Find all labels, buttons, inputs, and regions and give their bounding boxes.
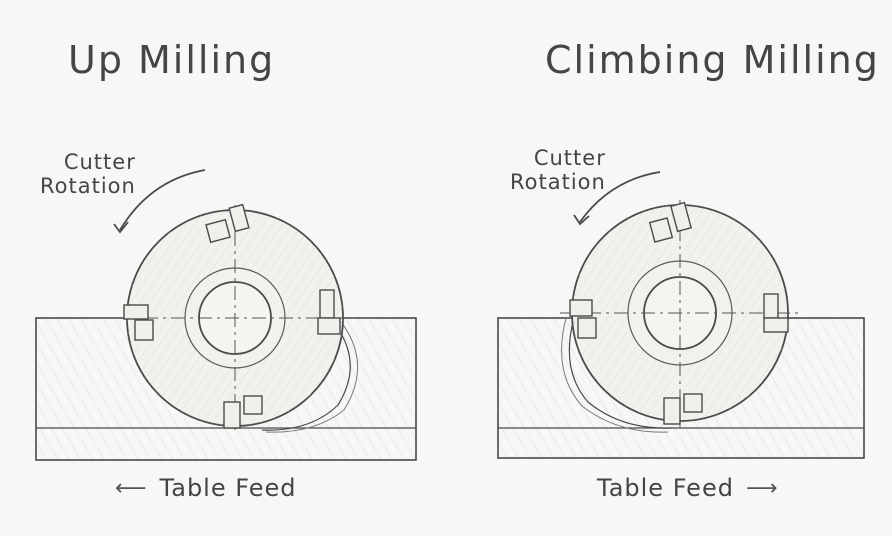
cutter-climb	[560, 200, 800, 428]
cutter-teeth-climb	[569, 201, 789, 425]
climb-feed-text: Table Feed	[597, 474, 734, 502]
up-rotation-label: Cutter Rotation	[40, 150, 136, 198]
cutter-teeth-up	[123, 203, 341, 429]
feed-right-arrow-icon: ⟶	[745, 475, 779, 501]
climb-milling-diagram	[497, 171, 865, 459]
up-milling-diagram	[35, 169, 417, 461]
climb-rotation-line-2: Rotation	[510, 170, 606, 194]
up-table-feed: ⟵ Table Feed	[115, 474, 297, 502]
climb-table-feed: Table Feed ⟶	[597, 474, 779, 502]
feed-left-arrow-icon: ⟵	[115, 475, 148, 501]
climb-rotation-label: Cutter Rotation	[510, 146, 606, 194]
cutter-up	[90, 205, 380, 430]
rotation-arrow-climb	[573, 171, 661, 226]
up-rotation-line-2: Rotation	[40, 174, 136, 198]
climb-rotation-line-1: Cutter	[533, 146, 606, 170]
up-feed-text: Table Feed	[159, 474, 297, 502]
up-rotation-line-1: Cutter	[63, 150, 136, 174]
climb-milling-title: Climbing Milling	[545, 38, 880, 82]
rotation-arrow-up	[113, 169, 206, 234]
up-milling-title: Up Milling	[68, 38, 276, 82]
